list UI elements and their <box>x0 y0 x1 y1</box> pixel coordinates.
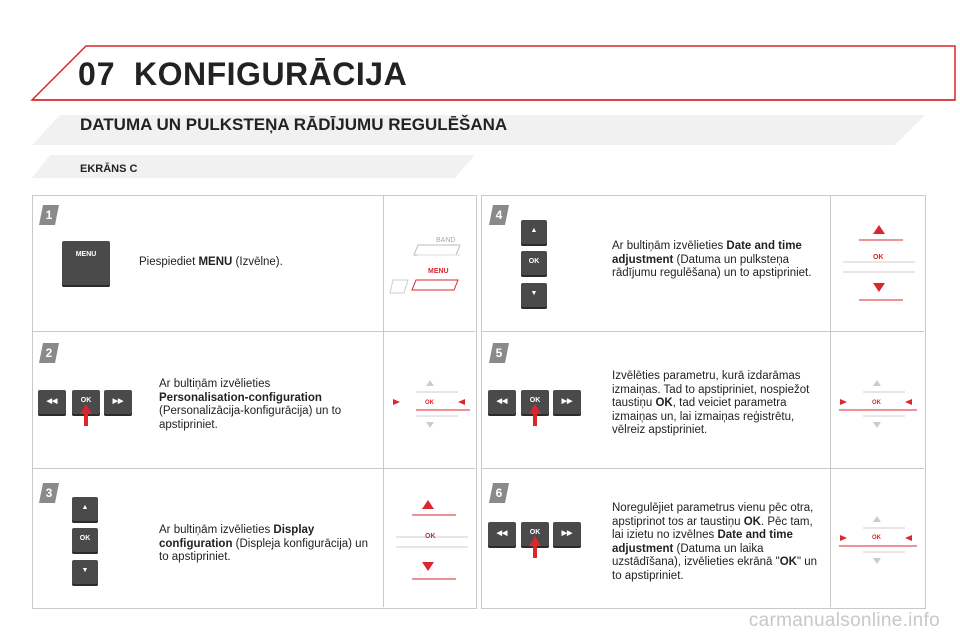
press-arrow-icon <box>529 404 541 426</box>
next-button[interactable]: ▶▶ <box>104 390 132 416</box>
down-button[interactable]: ▼ <box>72 560 98 586</box>
up-button[interactable]: ▲ <box>521 220 547 246</box>
left-row-divider-2 <box>33 468 475 469</box>
step-2-diagram <box>393 380 470 428</box>
prev-button[interactable]: ◀◀ <box>488 522 516 548</box>
step-4-text: Ar bultiņām izvēlieties Date and time ad… <box>612 240 812 279</box>
right-row-divider-1 <box>482 331 924 332</box>
step-1-diagram <box>389 244 461 294</box>
step-3-text: Ar bultiņām izvēlieties Display configur… <box>159 524 368 563</box>
step-3-badge: 3 <box>38 482 60 504</box>
menu-button[interactable]: MENU <box>62 241 110 287</box>
step-2-ok-label: OK <box>425 400 434 406</box>
chapter-number: 07 <box>78 56 116 92</box>
right-row-divider-2 <box>482 468 924 469</box>
step-1-text: Piespiediet MENU (Izvēlne). <box>139 256 283 268</box>
section-title: DATUMA UN PULKSTEŅA RĀDĪJUMU REGULĒŠANA <box>80 115 508 134</box>
step-4-diagram <box>843 225 915 301</box>
chapter-title: KONFIGURĀCIJA <box>134 56 408 92</box>
step-6-text: Noregulējiet parametrus vienu pēc otra, … <box>612 502 818 582</box>
down-button[interactable]: ▼ <box>521 283 547 309</box>
step-6-ok-label: OK <box>872 535 881 541</box>
prev-button[interactable]: ◀◀ <box>38 390 66 416</box>
menu-label: MENU <box>428 268 449 275</box>
ok-button[interactable]: OK <box>521 251 547 277</box>
step-5-text: Izvēlēties parametru, kurā izdarāmas izm… <box>612 370 810 436</box>
next-button[interactable]: ▶▶ <box>553 390 581 416</box>
step-6-diagram <box>839 516 917 564</box>
ok-button[interactable]: OK <box>72 528 98 554</box>
right-col-divider <box>830 196 831 607</box>
step-3-ok-label: OK <box>425 533 436 540</box>
subsection-title: EKRĀNS C <box>80 163 138 175</box>
step-6-badge: 6 <box>488 482 510 504</box>
next-button[interactable]: ▶▶ <box>553 522 581 548</box>
step-5-badge: 5 <box>488 342 510 364</box>
step-2-text: Ar bultiņām izvēlieties Personalisation-… <box>159 378 342 431</box>
band-label: BAND <box>436 237 456 244</box>
left-row-divider-1 <box>33 331 475 332</box>
step-1-badge: 1 <box>38 204 60 226</box>
step-2-badge: 2 <box>38 342 60 364</box>
footer-watermark: carmanualsonline.info <box>748 610 940 631</box>
press-arrow-icon <box>529 536 541 558</box>
step-5-ok-label: OK <box>872 400 881 406</box>
up-button[interactable]: ▲ <box>72 497 98 523</box>
header-graphics <box>30 45 956 178</box>
step-4-badge: 4 <box>488 204 510 226</box>
press-arrow-icon <box>80 404 92 426</box>
step-4-ok-label: OK <box>873 254 884 261</box>
prev-button[interactable]: ◀◀ <box>488 390 516 416</box>
step-5-diagram <box>839 380 917 428</box>
left-col-divider <box>383 196 384 607</box>
step-3-diagram <box>396 500 468 580</box>
